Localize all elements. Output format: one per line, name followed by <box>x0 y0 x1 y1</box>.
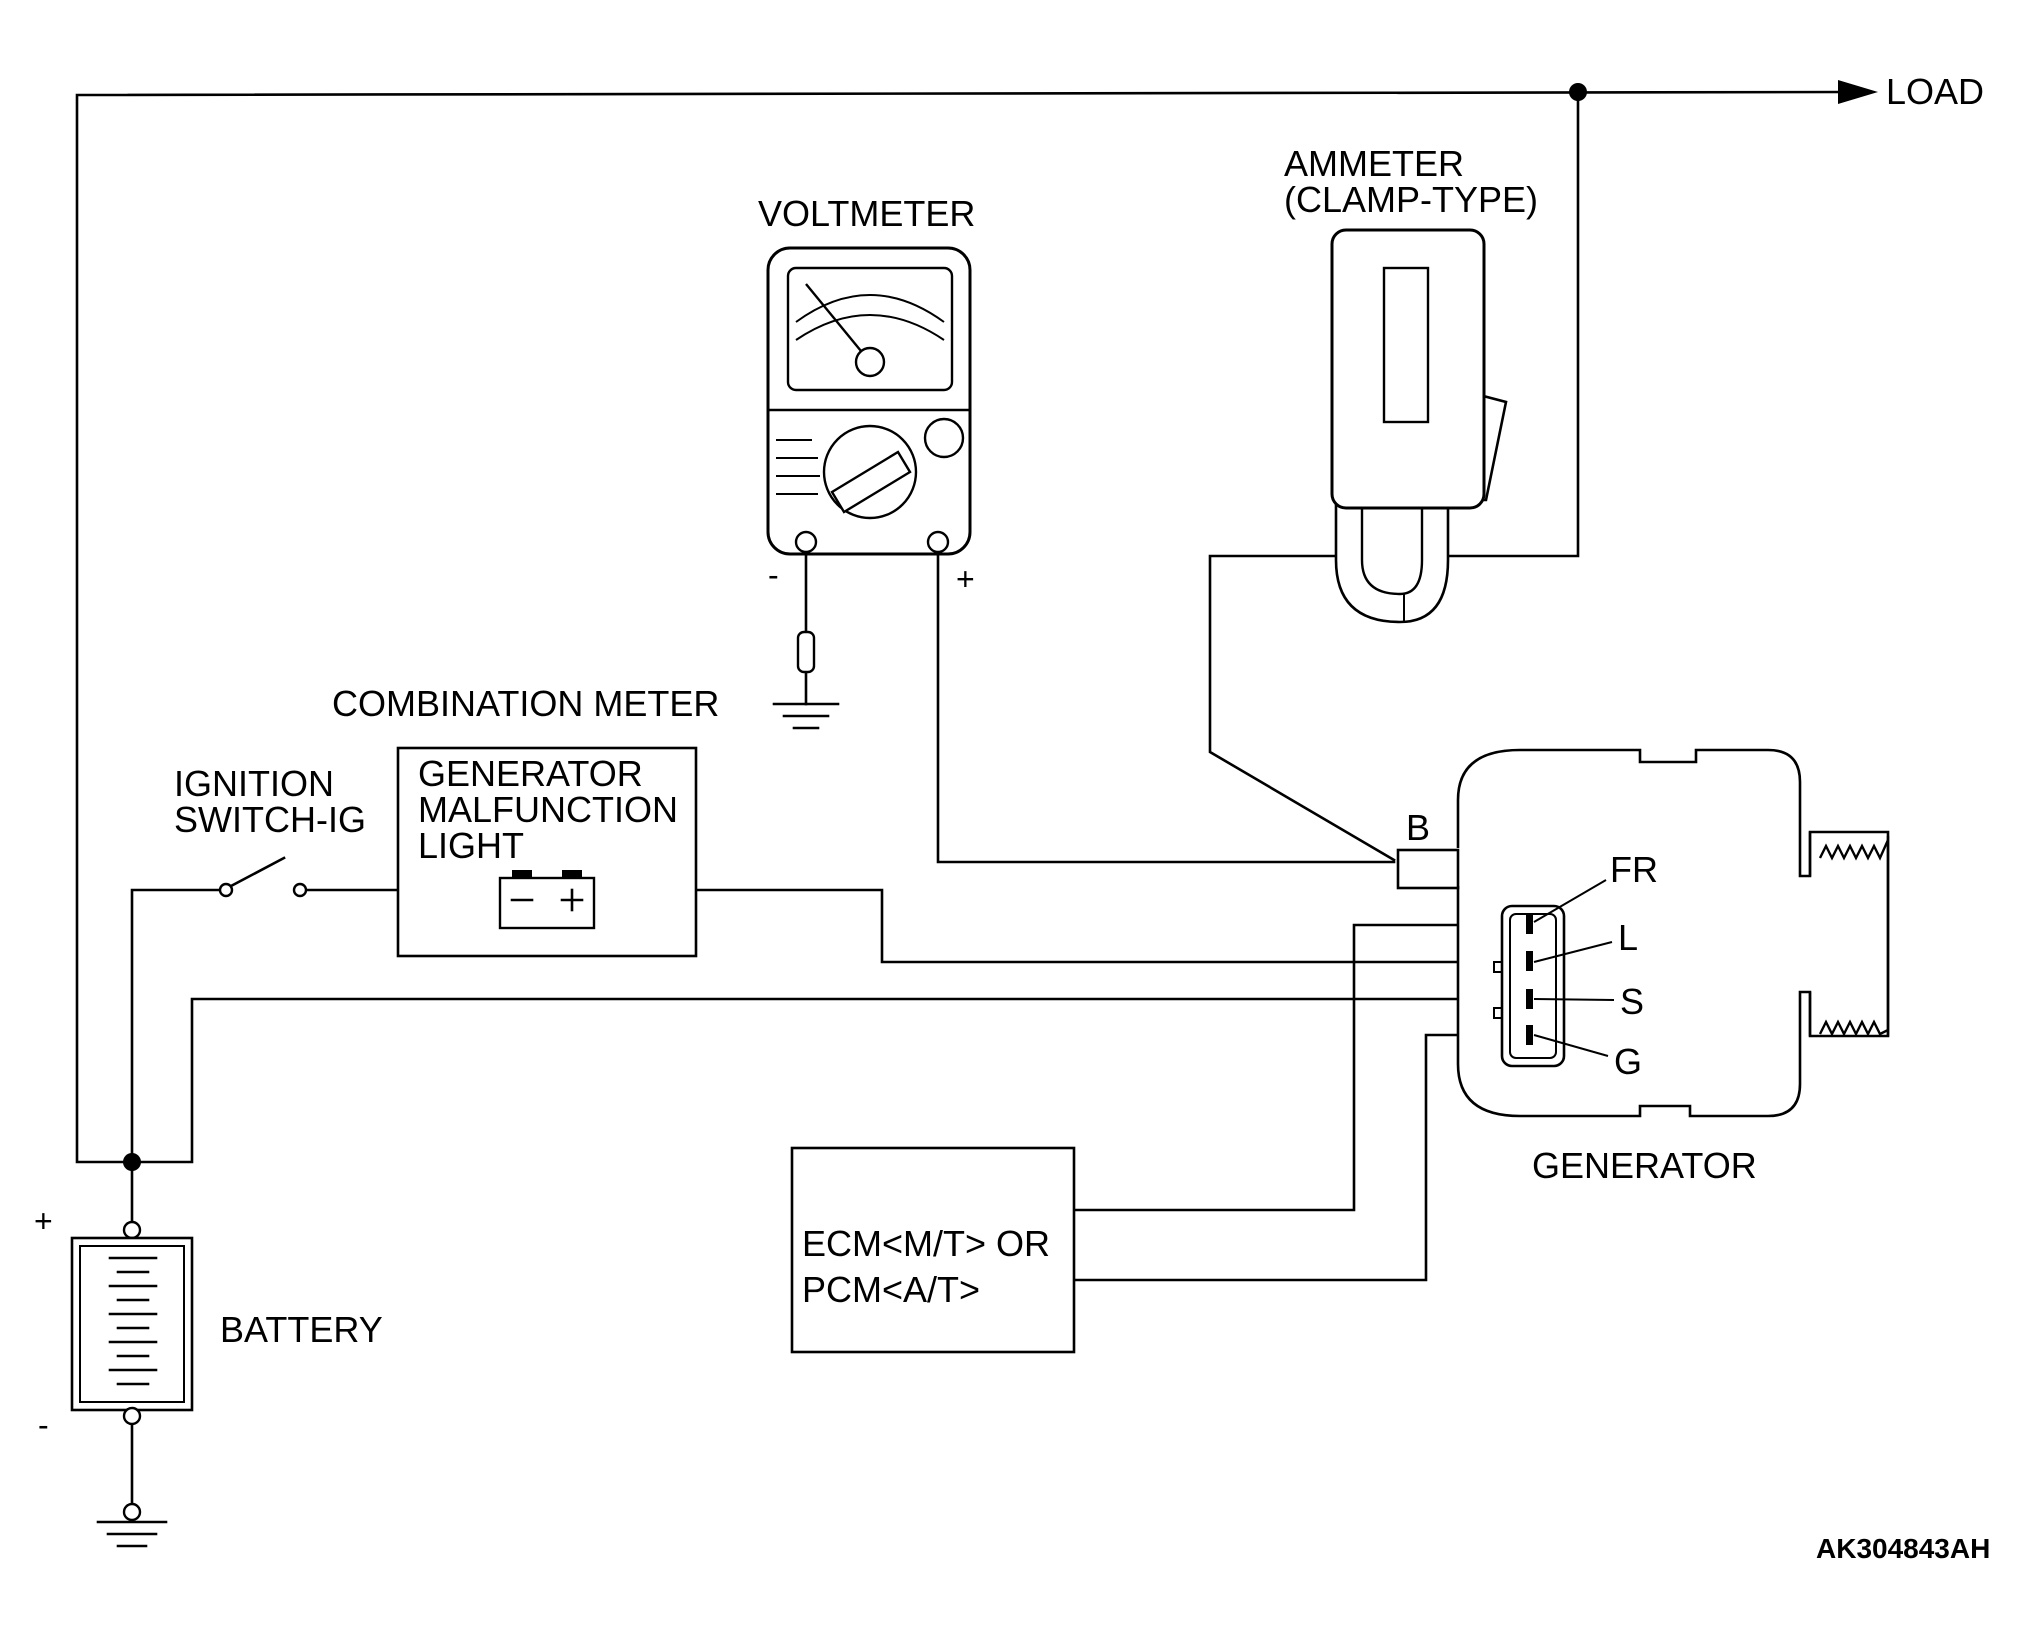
battery-warning-icon <box>498 870 596 930</box>
generator-label: GENERATOR <box>1532 1145 1757 1186</box>
voltmeter-scale-arc <box>795 294 945 323</box>
ecm-label-line2: PCM<A/T> <box>802 1269 980 1310</box>
battery-positive-terminal <box>122 1220 142 1240</box>
voltmeter-selector-pointer <box>830 450 912 514</box>
battery-label: BATTERY <box>220 1309 383 1350</box>
terminal-s-label: S <box>1620 981 1644 1022</box>
ecm-box <box>790 1146 1076 1354</box>
wire-load-branch <box>1446 90 1580 558</box>
battery-plus-label: + <box>34 1203 53 1239</box>
terminal-g-leader <box>1533 1034 1609 1057</box>
ammeter-clamp-jaw <box>1334 488 1450 624</box>
terminal-fr-label: FR <box>1610 849 1658 890</box>
malfunction-light-label-line3: LIGHT <box>418 825 524 866</box>
voltmeter-scale-arc-inner <box>795 314 945 341</box>
ammeter-display <box>1382 266 1430 424</box>
voltmeter: VOLTMETER - + <box>758 193 975 730</box>
battery-inner-case <box>79 1245 185 1403</box>
generator-pulley-grooves-top <box>1818 839 1890 861</box>
wire-battery-to-ignition <box>130 888 224 1164</box>
wire-main-positive <box>75 90 1850 1164</box>
voltmeter-ground-icon <box>772 702 840 730</box>
load-label: LOAD <box>1886 71 1984 112</box>
junction-dot-battery <box>123 1153 141 1171</box>
generator-b-terminal-post <box>1396 848 1460 890</box>
connector-pin-g <box>1526 1025 1533 1045</box>
voltmeter-label: VOLTMETER <box>758 193 975 234</box>
terminal-l-leader <box>1533 941 1613 963</box>
ammeter-label-line2: (CLAMP-TYPE) <box>1284 179 1538 220</box>
voltmeter-negative-jack <box>794 530 818 554</box>
ecm-pcm-unit: ECM<M/T> OR PCM<A/T> <box>790 1146 1076 1354</box>
terminal-g-label: G <box>1614 1041 1642 1082</box>
ignition-switch-contact-right <box>292 882 308 898</box>
combination-meter-label: COMBINATION METER <box>332 683 719 724</box>
battery-minus-label: - <box>38 1407 49 1443</box>
ammeter-body <box>1330 228 1486 510</box>
junction-dot-load <box>1569 83 1587 101</box>
voltmeter-body <box>766 246 972 556</box>
ignition-switch-contact-left <box>218 882 234 898</box>
battery: + - BATTERY <box>34 1203 383 1548</box>
battery-case <box>70 1236 194 1412</box>
voltmeter-adjust-knob <box>923 417 965 459</box>
voltmeter-plus-label: + <box>956 561 975 597</box>
ammeter-label-line1: AMMETER <box>1284 143 1464 184</box>
voltmeter-needle-icon <box>805 283 871 363</box>
terminal-l-label: L <box>1618 917 1638 958</box>
battery-cell-plates <box>108 1256 158 1386</box>
ignition-switch-blade <box>229 856 286 888</box>
malfunction-light-label-line2: MALFUNCTION <box>418 789 678 830</box>
voltmeter-minus-label: - <box>768 557 779 593</box>
generator-pulley-grooves-bottom <box>1818 1019 1889 1037</box>
wire-meter-to-l-terminal <box>694 888 1528 964</box>
ammeter: AMMETER (CLAMP-TYPE) <box>1284 143 1538 624</box>
malfunction-light-label-line1: GENERATOR <box>418 753 643 794</box>
voltmeter-needle-pivot <box>854 346 886 378</box>
voltmeter-dial-window <box>786 266 954 392</box>
terminal-b-label: B <box>1406 807 1430 848</box>
wire-b-terminal-cable <box>1208 554 1396 862</box>
connector-pin-l <box>1526 951 1533 971</box>
voltmeter-probe-clip <box>796 630 816 674</box>
wire-ecm-to-fr-terminal <box>1068 923 1528 1212</box>
combination-meter: COMBINATION METER GENERATOR MALFUNCTION … <box>332 683 719 958</box>
connector-pin-s <box>1526 989 1533 1009</box>
generator-pulley-belt <box>1808 832 1890 1036</box>
terminal-fr-leader <box>1533 879 1607 923</box>
battery-ground-terminal <box>122 1502 142 1522</box>
connector-latch <box>1493 961 1503 973</box>
battery-negative-terminal <box>122 1406 142 1426</box>
voltmeter-positive-jack <box>926 530 950 554</box>
ammeter-clamp-opening <box>1360 500 1424 596</box>
generator: B FR L S G GENERATOR <box>1396 748 1890 1186</box>
connector-latch <box>1493 1007 1503 1019</box>
ignition-switch: IGNITION SWITCH-IG <box>174 763 366 898</box>
ecm-label-line1: ECM<M/T> OR <box>802 1223 1050 1264</box>
figure-code: AK304843AH <box>1816 1533 1990 1564</box>
connector-pin-fr <box>1526 914 1533 934</box>
ignition-switch-label-line2: SWITCH-IG <box>174 799 366 840</box>
terminal-s-leader <box>1533 998 1615 1001</box>
ignition-switch-label-line1: IGNITION <box>174 763 334 804</box>
wire-voltmeter-positive-lead <box>936 540 1396 864</box>
wire-battery-to-s-terminal <box>130 997 1528 1164</box>
load-arrow-icon <box>1838 80 1878 104</box>
wires <box>75 90 1850 1510</box>
generator-connector-outer <box>1500 904 1566 1068</box>
battery-ground-icon <box>96 1520 168 1548</box>
